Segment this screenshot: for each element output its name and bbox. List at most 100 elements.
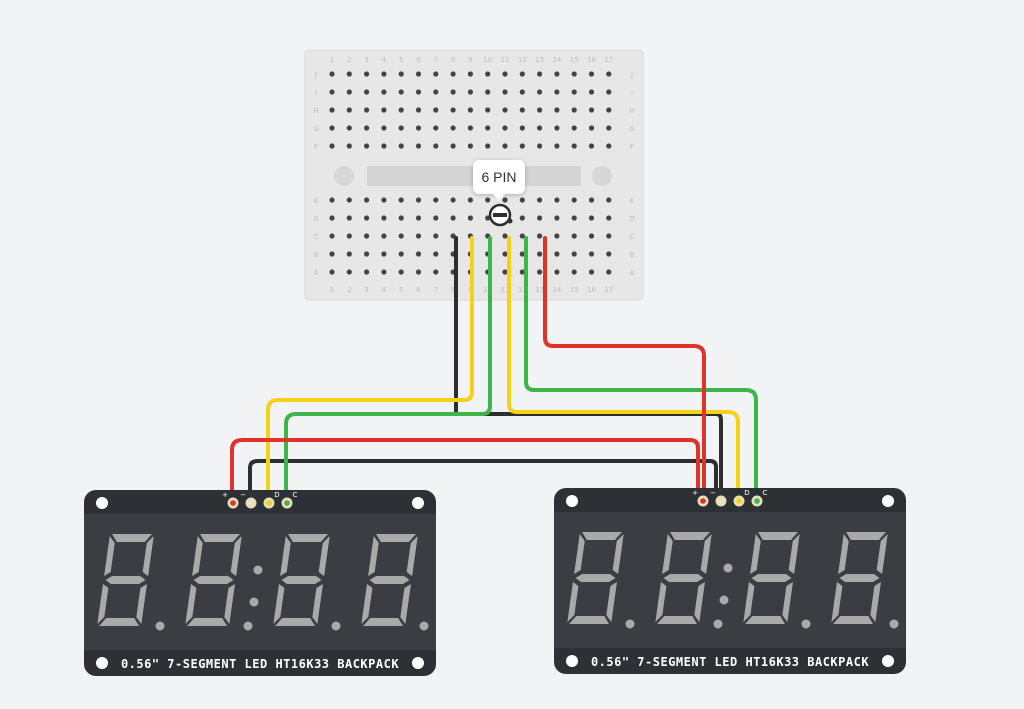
breadboard-hole[interactable] bbox=[537, 107, 543, 113]
breadboard-hole[interactable] bbox=[346, 89, 352, 95]
breadboard-hole[interactable] bbox=[588, 251, 595, 257]
breadboard-hole[interactable] bbox=[537, 269, 543, 275]
wire-red-right[interactable] bbox=[543, 236, 706, 498]
wire-yellow-right[interactable] bbox=[507, 236, 740, 498]
breadboard-hole[interactable] bbox=[519, 125, 525, 131]
breadboard-hole[interactable] bbox=[433, 269, 439, 275]
breadboard-hole[interactable] bbox=[571, 215, 577, 221]
breadboard-hole[interactable] bbox=[381, 107, 387, 113]
breadboard-hole[interactable] bbox=[502, 233, 508, 239]
breadboard-hole[interactable] bbox=[415, 143, 422, 149]
breadboard-hole[interactable] bbox=[502, 269, 508, 275]
breadboard-hole[interactable] bbox=[537, 71, 543, 77]
breadboard-hole[interactable] bbox=[519, 71, 525, 77]
breadboard-hole[interactable] bbox=[485, 89, 491, 95]
breadboard-hole[interactable] bbox=[415, 107, 422, 113]
breadboard-hole[interactable] bbox=[606, 251, 612, 257]
breadboard-hole[interactable] bbox=[502, 143, 508, 149]
breadboard-hole[interactable] bbox=[364, 233, 370, 239]
breadboard-hole[interactable] bbox=[364, 197, 370, 203]
breadboard-hole[interactable] bbox=[450, 71, 456, 77]
breadboard-hole[interactable] bbox=[571, 269, 577, 275]
breadboard-hole[interactable] bbox=[450, 125, 456, 131]
breadboard-hole[interactable] bbox=[554, 71, 560, 77]
breadboard-hole[interactable] bbox=[346, 71, 352, 77]
breadboard-hole[interactable] bbox=[346, 107, 352, 113]
breadboard-hole[interactable] bbox=[433, 233, 439, 239]
breadboard-hole[interactable] bbox=[519, 233, 525, 239]
breadboard-hole[interactable] bbox=[588, 89, 595, 95]
breadboard-hole[interactable] bbox=[381, 269, 387, 275]
breadboard-hole[interactable] bbox=[433, 197, 439, 203]
breadboard-hole[interactable] bbox=[381, 71, 387, 77]
breadboard-hole[interactable] bbox=[415, 197, 422, 203]
breadboard-hole[interactable] bbox=[398, 71, 404, 77]
breadboard-hole[interactable] bbox=[485, 125, 491, 131]
breadboard-hole[interactable] bbox=[381, 233, 387, 239]
breadboard-hole[interactable] bbox=[450, 215, 456, 221]
breadboard-hole[interactable] bbox=[381, 125, 387, 131]
breadboard-hole[interactable] bbox=[398, 197, 404, 203]
breadboard-hole[interactable] bbox=[588, 269, 595, 275]
breadboard-hole[interactable] bbox=[606, 107, 612, 113]
breadboard-hole[interactable] bbox=[381, 197, 387, 203]
breadboard-hole[interactable] bbox=[398, 251, 404, 257]
breadboard-hole[interactable] bbox=[381, 215, 387, 221]
breadboard-hole[interactable] bbox=[588, 71, 595, 77]
breadboard-hole[interactable] bbox=[537, 89, 543, 95]
breadboard-hole[interactable] bbox=[519, 197, 525, 203]
breadboard-hole[interactable] bbox=[415, 269, 422, 275]
breadboard-hole[interactable] bbox=[398, 233, 404, 239]
breadboard-hole[interactable] bbox=[537, 215, 543, 221]
breadboard-hole[interactable] bbox=[364, 143, 370, 149]
breadboard-hole[interactable] bbox=[554, 89, 560, 95]
breadboard-hole[interactable] bbox=[398, 143, 404, 149]
breadboard-hole[interactable] bbox=[571, 143, 577, 149]
breadboard-hole[interactable] bbox=[485, 143, 491, 149]
breadboard-hole[interactable] bbox=[329, 107, 335, 113]
breadboard-hole[interactable] bbox=[588, 215, 595, 221]
breadboard-hole[interactable] bbox=[329, 125, 335, 131]
breadboard-hole[interactable] bbox=[381, 251, 387, 257]
breadboard-hole[interactable] bbox=[571, 89, 577, 95]
breadboard-hole[interactable] bbox=[364, 107, 370, 113]
breadboard-hole[interactable] bbox=[398, 269, 404, 275]
breadboard-hole[interactable] bbox=[606, 269, 612, 275]
breadboard-hole[interactable] bbox=[571, 125, 577, 131]
breadboard-hole[interactable] bbox=[329, 143, 335, 149]
breadboard-hole[interactable] bbox=[467, 125, 473, 131]
wire-green-left[interactable] bbox=[284, 236, 492, 502]
breadboard-hole[interactable] bbox=[606, 89, 612, 95]
wire-black-display1[interactable] bbox=[248, 459, 718, 502]
breadboard-hole[interactable] bbox=[571, 107, 577, 113]
breadboard-hole[interactable] bbox=[398, 125, 404, 131]
breadboard-hole[interactable] bbox=[606, 71, 612, 77]
breadboard-hole[interactable] bbox=[571, 251, 577, 257]
breadboard-hole[interactable] bbox=[450, 107, 456, 113]
breadboard-hole[interactable] bbox=[588, 197, 595, 203]
breadboard-hole[interactable] bbox=[329, 215, 335, 221]
breadboard-hole[interactable] bbox=[346, 197, 352, 203]
breadboard-hole[interactable] bbox=[467, 107, 473, 113]
breadboard-hole[interactable] bbox=[433, 89, 439, 95]
breadboard-hole[interactable] bbox=[346, 233, 352, 239]
breadboard-hole[interactable] bbox=[415, 125, 422, 131]
wire-red-display1[interactable] bbox=[230, 438, 700, 502]
breadboard-hole[interactable] bbox=[467, 89, 473, 95]
breadboard-hole[interactable] bbox=[554, 269, 560, 275]
breadboard-hole[interactable] bbox=[485, 107, 491, 113]
breadboard-hole[interactable] bbox=[381, 143, 387, 149]
breadboard-hole[interactable] bbox=[606, 197, 612, 203]
breadboard-hole[interactable] bbox=[433, 107, 439, 113]
breadboard-hole[interactable] bbox=[329, 269, 335, 275]
breadboard-hole[interactable] bbox=[346, 143, 352, 149]
breadboard-hole[interactable] bbox=[485, 71, 491, 77]
breadboard-hole[interactable] bbox=[433, 251, 439, 257]
breadboard-hole[interactable] bbox=[346, 125, 352, 131]
breadboard-hole[interactable] bbox=[398, 215, 404, 221]
breadboard-hole[interactable] bbox=[606, 143, 612, 149]
breadboard-hole[interactable] bbox=[554, 251, 560, 257]
breadboard-hole[interactable] bbox=[415, 251, 422, 257]
breadboard-hole[interactable] bbox=[519, 269, 525, 275]
breadboard-hole[interactable] bbox=[571, 71, 577, 77]
